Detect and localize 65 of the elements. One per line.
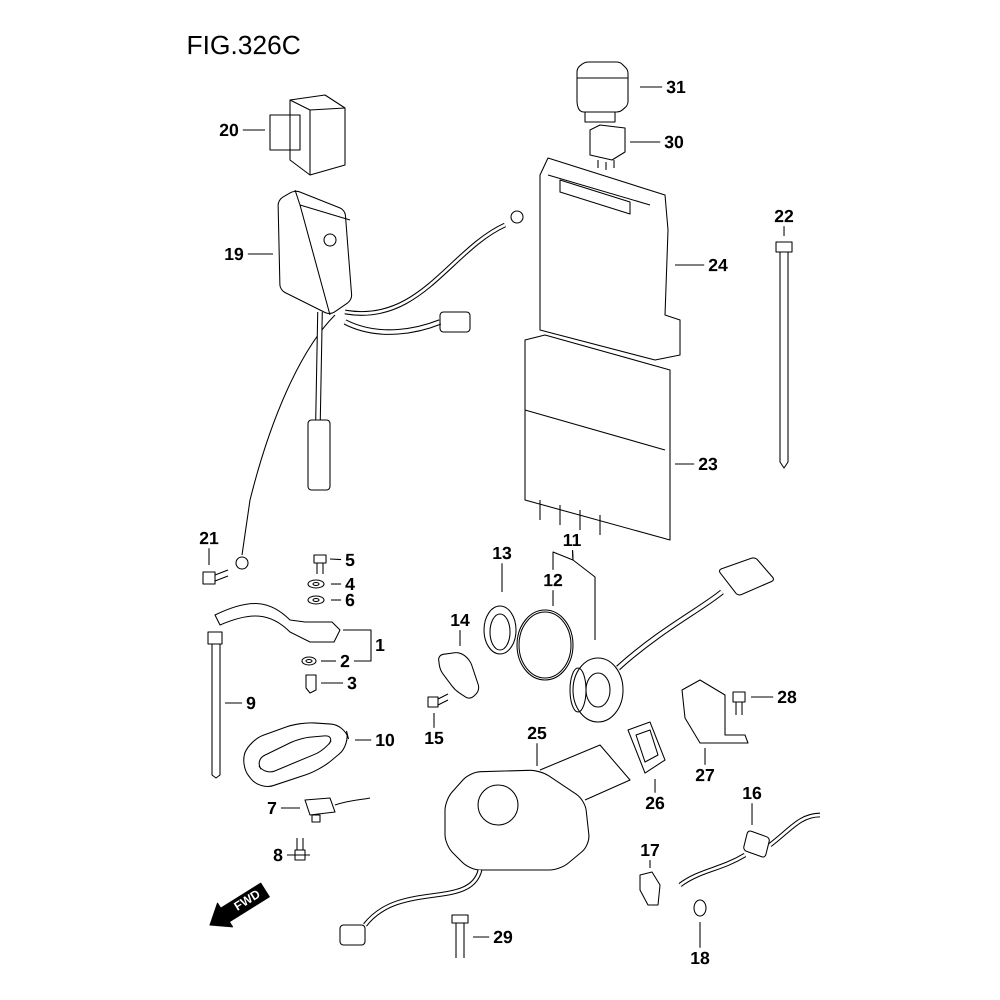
leader-line — [242, 129, 265, 131]
leader-line — [552, 550, 574, 570]
callout-number: 4 — [345, 578, 355, 590]
leader-line — [751, 696, 774, 698]
callout-number: 19 — [225, 248, 244, 260]
leader-line — [640, 86, 662, 88]
callout-number: 14 — [451, 614, 470, 626]
leader-line — [783, 226, 785, 236]
leader-line — [355, 739, 372, 741]
leader-line — [433, 713, 435, 728]
callout-number: 25 — [528, 726, 546, 740]
leader-line — [473, 936, 490, 938]
figure-title: FIG.326C — [188, 36, 300, 54]
callout-number: 31 — [666, 80, 686, 94]
leader-line — [208, 548, 210, 565]
callout-number: 13 — [493, 546, 512, 560]
leader-line — [751, 803, 753, 825]
leader-line — [704, 748, 706, 765]
callout-number: 30 — [664, 136, 684, 148]
leader-line — [248, 253, 273, 255]
callout-number: 7 — [268, 802, 276, 814]
callout-number: 5 — [346, 554, 354, 566]
callout-number: 1 — [376, 638, 384, 652]
callout-number: 23 — [698, 458, 718, 470]
callout-number: 21 — [200, 532, 218, 544]
direction-label: FWD — [234, 890, 260, 911]
leader-line — [354, 644, 372, 662]
callout-number: 8 — [274, 848, 282, 862]
leader-line — [654, 779, 656, 793]
callout-number: 17 — [641, 844, 660, 856]
callout-number: 29 — [494, 930, 512, 944]
leader-line — [649, 860, 651, 868]
leader-line — [459, 630, 461, 646]
callout-number: 20 — [220, 124, 238, 136]
leader-line — [321, 660, 336, 662]
callout-number: 11 — [564, 534, 581, 546]
callout-number: 9 — [246, 696, 256, 710]
leader-line — [280, 807, 300, 809]
callout-number: 28 — [778, 690, 796, 704]
callout-number: 12 — [544, 574, 562, 586]
leader-line — [675, 463, 694, 465]
leader-line — [501, 563, 503, 592]
callout-number: 18 — [691, 952, 710, 964]
leader-line — [330, 558, 342, 560]
callout-number: 22 — [774, 210, 794, 222]
leader-line — [630, 141, 660, 143]
leader-line — [321, 682, 344, 684]
leader-line — [331, 599, 342, 601]
callout-number: 6 — [346, 594, 354, 606]
leader-line — [331, 583, 342, 585]
callout-number: 10 — [376, 734, 394, 746]
leader-line — [286, 854, 310, 856]
callout-number: 26 — [646, 796, 664, 810]
leader-line — [699, 922, 701, 948]
callout-number: 16 — [743, 786, 762, 800]
leader-line — [675, 264, 704, 266]
leader-line — [225, 702, 242, 704]
leader-line — [343, 629, 372, 646]
callout-number: 24 — [708, 258, 728, 272]
callout-number: 27 — [696, 768, 714, 782]
callout-number: 15 — [425, 732, 444, 744]
leader-line — [552, 590, 554, 606]
leader-line — [536, 743, 538, 766]
callout-number: 3 — [348, 676, 356, 690]
callout-number: 2 — [340, 654, 350, 668]
